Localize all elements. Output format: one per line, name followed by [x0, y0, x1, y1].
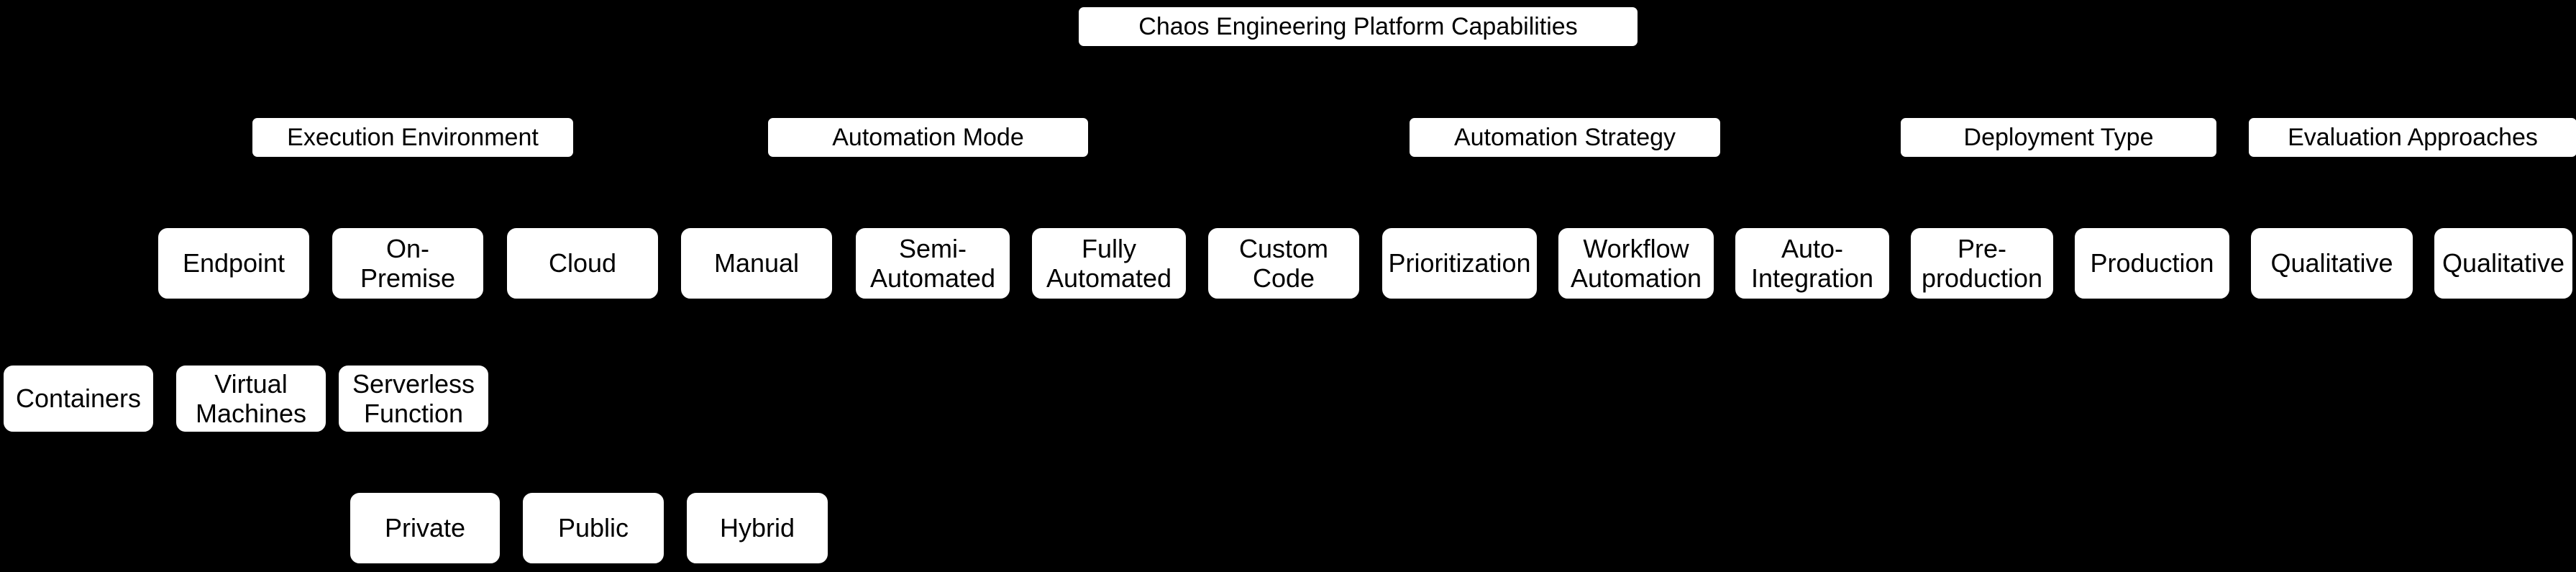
leaf-node-hybrid[interactable]: Hybrid [683, 489, 831, 567]
leaf-node-qualitative-2[interactable]: Qualitative [2431, 224, 2576, 302]
leaf-node-custom-code[interactable]: Custom Code [1205, 224, 1363, 302]
leaf-node-production[interactable]: Production [2071, 224, 2233, 302]
leaf-node-workflow-automation[interactable]: Workflow Automation [1555, 224, 1717, 302]
leaf-node-qualitative-1[interactable]: Qualitative [2247, 224, 2416, 302]
leaf-node-cloud[interactable]: Cloud [503, 224, 662, 302]
leaf-node-semi-automated[interactable]: Semi- Automated [852, 224, 1013, 302]
leaf-node-containers[interactable]: Containers [0, 362, 157, 435]
leaf-node-fully-automated[interactable]: Fully Automated [1028, 224, 1189, 302]
leaf-node-auto-integration[interactable]: Auto- Integration [1732, 224, 1893, 302]
category-node-automation-mode[interactable]: Automation Mode [766, 116, 1090, 159]
category-node-deployment-type[interactable]: Deployment Type [1899, 116, 2219, 159]
leaf-node-on-premise[interactable]: On- Premise [329, 224, 487, 302]
leaf-node-public[interactable]: Public [519, 489, 667, 567]
leaf-node-virtual-machines[interactable]: Virtual Machines [173, 362, 329, 435]
root-node-chaos-engineering-platform-capabilities[interactable]: Chaos Engineering Platform Capabilities [1077, 5, 1640, 48]
category-node-evaluation-approaches[interactable]: Evaluation Approaches [2247, 116, 2576, 159]
category-node-automation-strategy[interactable]: Automation Strategy [1407, 116, 1722, 159]
leaf-node-pre-production[interactable]: Pre- production [1907, 224, 2057, 302]
leaf-node-endpoint[interactable]: Endpoint [155, 224, 313, 302]
leaf-node-prioritization[interactable]: Prioritization [1379, 224, 1540, 302]
leaf-node-private[interactable]: Private [347, 489, 503, 567]
category-node-execution-environment[interactable]: Execution Environment [250, 116, 575, 159]
leaf-node-manual[interactable]: Manual [677, 224, 836, 302]
leaf-node-serverless-function[interactable]: Serverless Function [335, 362, 492, 435]
